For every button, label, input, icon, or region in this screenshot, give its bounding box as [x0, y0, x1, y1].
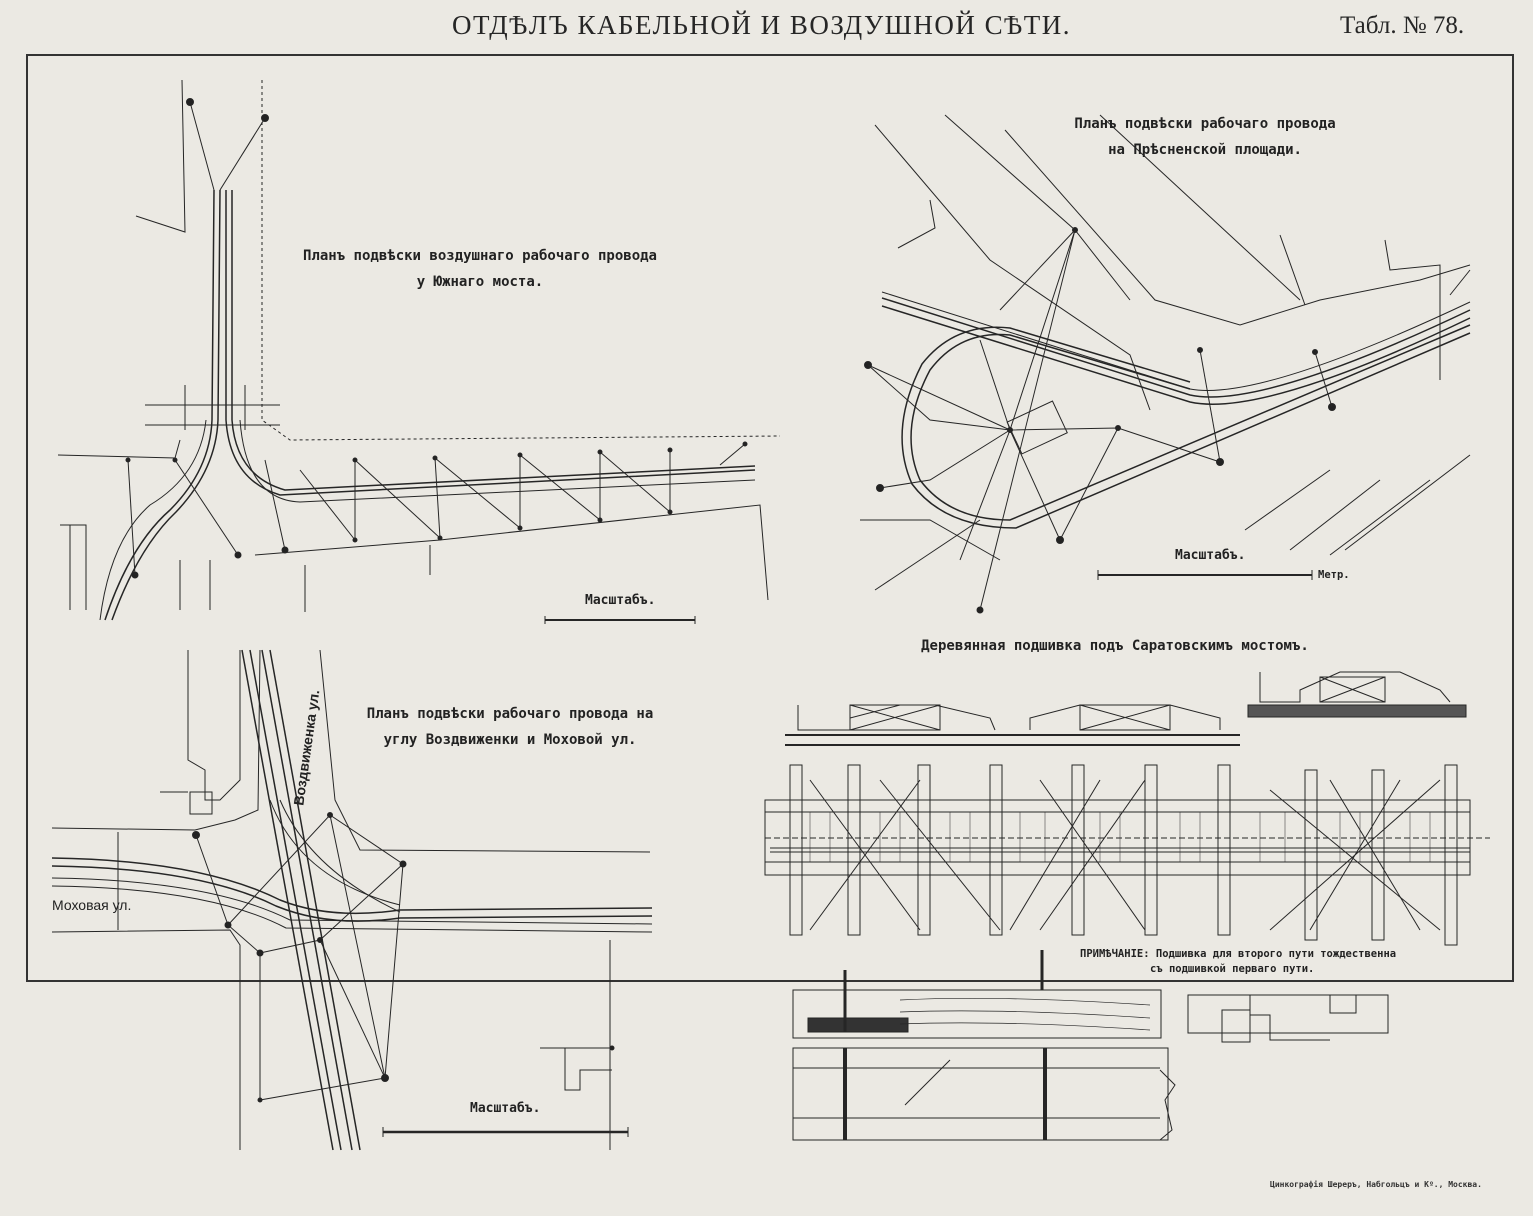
- south-bridge-caption-line1: Планъ подвѣски воздушнаго рабочаго прово…: [302, 248, 657, 264]
- note-line1: Подшивка для второго пути тождественна: [1155, 948, 1397, 960]
- presnenskaya-caption: Планъ подвѣски рабочаго провода на Прѣсн…: [1030, 111, 1380, 163]
- note-line2: съ подшивкой перваго пути.: [1150, 963, 1315, 975]
- saratov-bridge-plan: [764, 671, 1490, 1141]
- presnenskaya-scale-label: Масштабъ.: [1175, 548, 1246, 563]
- south-bridge-caption-line2: у Южнаго моста.: [416, 274, 544, 290]
- vozdvizhenka-plan: [51, 649, 653, 1151]
- south-bridge-caption: Планъ подвѣски воздушнаго рабочаго прово…: [270, 243, 690, 295]
- presnenskaya-caption-line1: Планъ подвѣски рабочаго провода: [1074, 116, 1336, 132]
- printer-credit: Цинкографія Шереръ, Набгольцъ и Кº., Мос…: [1270, 1180, 1482, 1189]
- saratov-bridge-caption: Деревянная подшивка подъ Саратовскимъ мо…: [921, 638, 1309, 654]
- drawing-frame: [26, 54, 1514, 982]
- saratov-note: ПРИМѢЧАНІЕ: Подшивка для второго пути то…: [1080, 947, 1410, 977]
- south-bridge-scale-label: Масштабъ.: [585, 593, 656, 608]
- presnenskaya-scale-unit: Метр.: [1318, 569, 1350, 581]
- south-bridge-plan: [57, 79, 781, 624]
- note-label: ПРИМѢЧАНІЕ:: [1080, 948, 1150, 960]
- presnenskaya-plan: [860, 114, 1471, 614]
- vozdvizhenka-caption-line1: Планъ подвѣски рабочаго провода на: [366, 706, 654, 722]
- vozdvizhenka-scale-label: Масштабъ.: [470, 1101, 541, 1116]
- table-number: Табл. № 78.: [1340, 12, 1465, 39]
- vozdvizhenka-caption-line2: углу Воздвиженки и Моховой ул.: [383, 732, 637, 748]
- mokhovaya-street-label: Моховая ул.: [52, 897, 132, 913]
- vozdvizhenka-caption: Планъ подвѣски рабочаго провода на углу …: [330, 701, 690, 753]
- presnenskaya-caption-line2: на Прѣсненской площади.: [1108, 142, 1302, 158]
- sheet-title: ОТДѢЛЪ КАБЕЛЬНОЙ И ВОЗДУШНОЙ СѢТИ.: [452, 10, 1072, 40]
